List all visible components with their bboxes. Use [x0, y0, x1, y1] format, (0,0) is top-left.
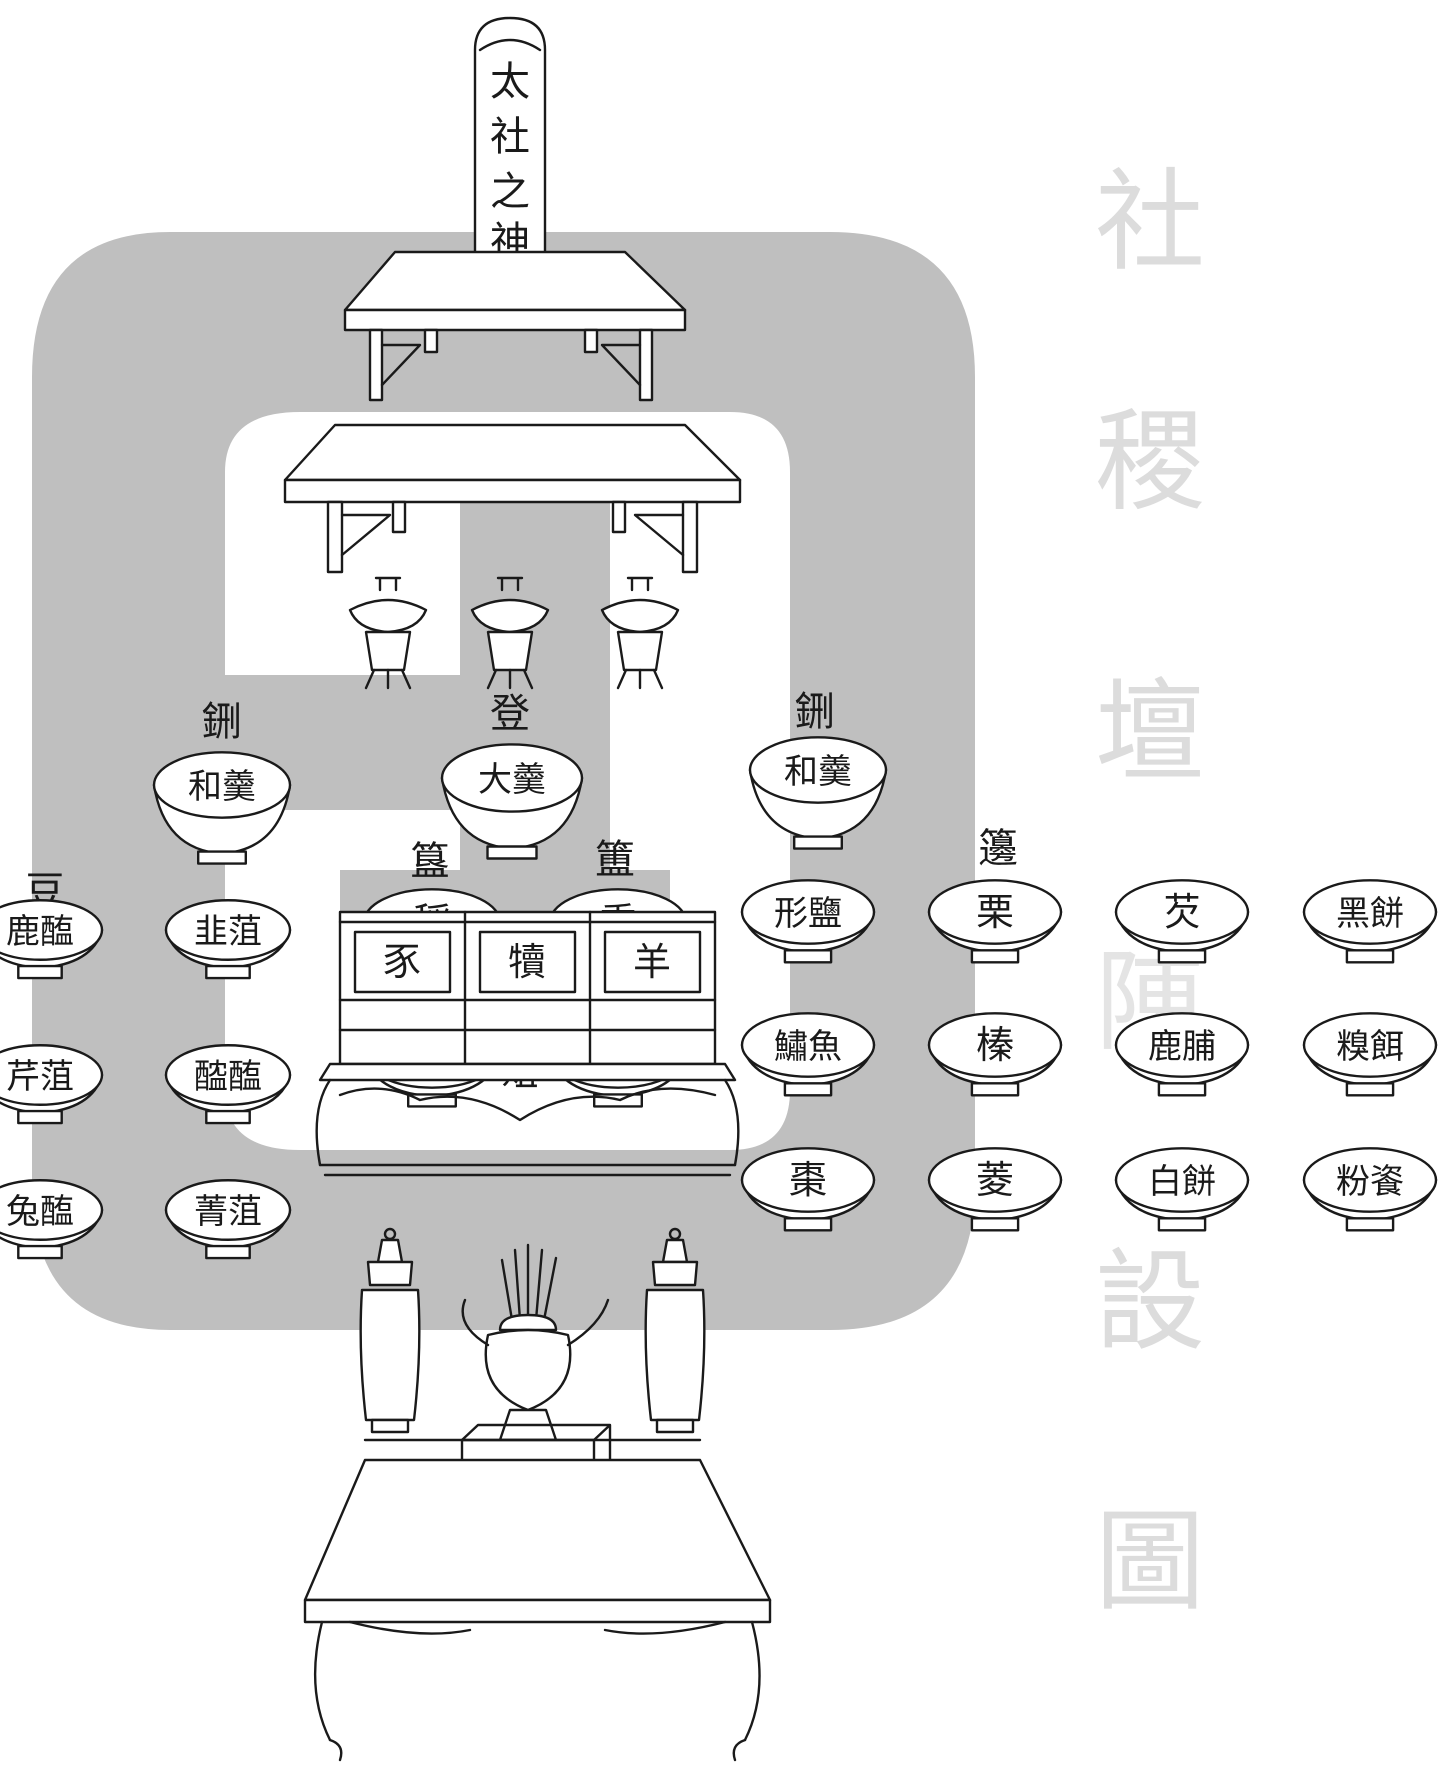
ghost-char: 稷	[1095, 398, 1205, 526]
deng-label: 登	[490, 691, 530, 737]
bian-bowl: 粉餈	[1304, 1148, 1436, 1230]
tablet-text: 太	[490, 59, 530, 105]
dou-bowl-label: 芹菹	[6, 1057, 74, 1097]
ghost-char: 圖	[1095, 1498, 1205, 1626]
zu-stand: 豕 犢 羊	[317, 912, 739, 1175]
bian-bowl-label: 棗	[789, 1158, 827, 1202]
tablet-text: 之	[490, 169, 530, 215]
bian-bowl-label: 形鹽	[774, 894, 842, 934]
bian-bowl: 糗餌	[1304, 1013, 1436, 1095]
bian-bowl-label: 栗	[976, 890, 1014, 934]
xing-label-right: 鉶	[795, 689, 835, 735]
zu-item: 羊	[633, 940, 671, 984]
bian-bowl: 白餅	[1116, 1148, 1248, 1230]
bian-label: 籩	[978, 826, 1018, 872]
bian-bowl-label: 榛	[976, 1023, 1014, 1067]
dou-bowl-label: 韭菹	[194, 912, 262, 952]
dou-bowl-label: 兔醢	[6, 1192, 74, 1232]
fu-label: 簠	[595, 837, 635, 883]
dou-bowl-label: 醓醢	[194, 1057, 262, 1097]
bian-bowl-label: 菱	[976, 1158, 1014, 1202]
deng-bowl-label: 大羹	[478, 760, 546, 800]
dou-bowl-label: 菁菹	[194, 1192, 262, 1232]
ghost-char: 設	[1095, 1238, 1205, 1366]
spirit-tablet: 太 社 之 神	[460, 18, 560, 290]
ghost-char: 社	[1095, 158, 1205, 286]
zu-item: 犢	[508, 940, 546, 984]
bian-bowl-label: 糗餌	[1336, 1027, 1404, 1067]
bian-bowl-label: 粉餈	[1336, 1162, 1404, 1202]
incense-table: 篚	[305, 1229, 770, 1760]
bian-bowl: 鹿脯	[1116, 1013, 1248, 1095]
dou-bowl-label: 鹿醢	[6, 912, 74, 952]
bian-bowl: 黑餅	[1304, 880, 1436, 962]
bian-bowl-label: 白餅	[1148, 1162, 1216, 1202]
bian-bowl-label: 鱐魚	[774, 1027, 842, 1067]
tablet-text: 社	[490, 114, 530, 160]
xing-bowl-left-label: 和羹	[188, 767, 256, 807]
xing-label-left: 鉶	[202, 699, 242, 745]
gui-label: 簋	[410, 839, 450, 885]
ghost-char: 壇	[1095, 668, 1205, 796]
zu-item: 豕	[383, 940, 421, 984]
bian-bowl-label: 鹿脯	[1148, 1027, 1216, 1067]
xing-bowl-right-label: 和羹	[784, 752, 852, 792]
bian-bowl-label: 黑餅	[1336, 894, 1404, 934]
bian-bowl-label: 芡	[1163, 890, 1201, 934]
